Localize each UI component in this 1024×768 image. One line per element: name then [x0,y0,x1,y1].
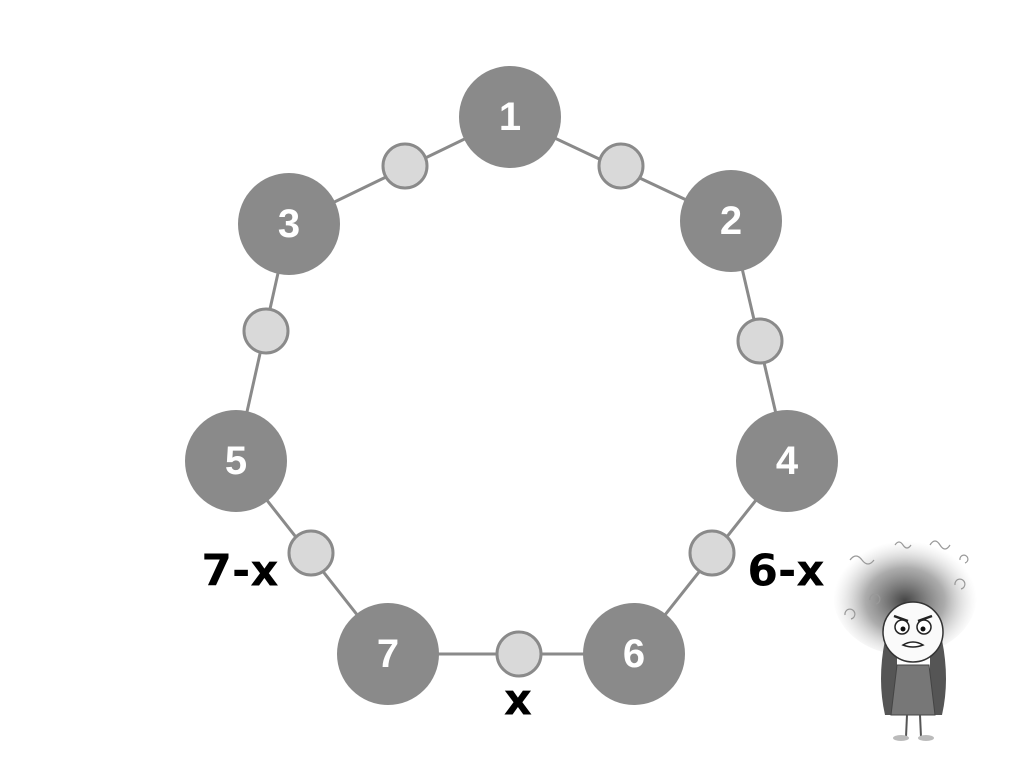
node-2: 2 [680,170,782,272]
node-6-label: 6 [623,632,645,676]
node-6: 6 [583,603,685,705]
node-1: 1 [459,66,561,168]
node-4: 4 [736,410,838,512]
node-3-label: 3 [278,202,300,246]
label-x: x [504,675,532,726]
small-node-2-4 [736,317,784,365]
node-7: 7 [337,603,439,705]
node-3: 3 [238,173,340,275]
label-7-minus-x: 7-x [201,546,278,597]
node-5: 5 [185,410,287,512]
small-node-1-2 [597,142,645,190]
node-2-label: 2 [720,199,742,243]
node-5-label: 5 [225,439,247,483]
big-nodes: 1 2 3 4 5 6 7 [185,66,838,705]
small-node-1-3 [381,142,429,190]
node-7-label: 7 [377,632,399,676]
node-4-label: 4 [776,439,799,483]
small-nodes [242,142,784,678]
small-node-3-5 [242,307,290,355]
small-node-7-6 [495,630,543,678]
label-6-minus-x: 6-x [747,546,824,597]
frustrated-girl-illustration [833,535,977,741]
node-1-label: 1 [499,95,521,139]
small-node-4-6 [688,529,736,577]
small-node-5-7 [287,529,335,577]
